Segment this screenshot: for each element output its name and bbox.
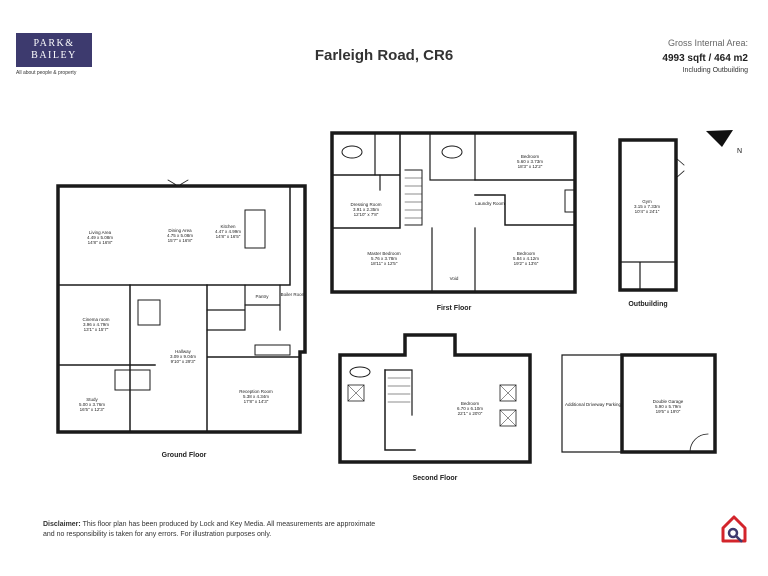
room-imperial: 18'3" x 12'2" (518, 164, 543, 169)
room-name: Hallway (175, 349, 192, 354)
second-floor-plan (338, 333, 532, 464)
room-dims: 5.00 x 3.76m (79, 402, 105, 407)
room-dims: 3.15 x 7.33m (634, 204, 660, 209)
room-dims: 6.70 x 6.10m (457, 406, 483, 411)
room-dims: 4.49 x 5.08m (87, 235, 113, 240)
room-imperial: 10'4" x 24'1" (635, 209, 660, 214)
room-dims: 4.47 x 4.99m (215, 229, 241, 234)
room-name: Bedroom (517, 251, 536, 256)
room-dims: 5.84 x 4.12m (513, 256, 539, 261)
room-dims: 5.60 x 3.73m (517, 159, 543, 164)
gross-area-block: Gross Internal Area: 4993 sqft / 464 m2 … (662, 38, 748, 74)
disclaimer: Disclaimer: This floor plan has been pro… (43, 520, 383, 540)
room-name: Dressing Room (350, 202, 381, 207)
outbuilding-plan (618, 138, 685, 292)
ground-floor-plan (56, 179, 307, 434)
room-imperial: 19'2" x 13'6" (514, 261, 539, 266)
room-imperial: 9'10" x 29'3" (171, 359, 196, 364)
room-name: Pantry (255, 294, 269, 299)
floor-label-outbuilding: Outbuilding (628, 301, 667, 308)
room-imperial: 12'10" x 7'8" (354, 212, 379, 217)
room-name: Double Garage (653, 399, 684, 404)
first-floor-plan (330, 131, 577, 294)
gross-area-label: Gross Internal Area: (667, 38, 748, 48)
garage-plan (561, 353, 717, 454)
park-bailey-logo: PARK& BAILEY All about people & property (16, 33, 92, 80)
room-dims: 5.76 x 3.78m (371, 256, 397, 261)
logo-tagline: All about people & property (16, 70, 77, 76)
room-name: Kitchen (220, 224, 236, 229)
disclaimer-label: Disclaimer: (43, 521, 81, 528)
room-dims: 3.09 x 9.04m (170, 354, 196, 359)
room-name: Master Bedroom (367, 251, 401, 256)
compass-icon: N (706, 130, 742, 155)
room-name: Gym (642, 199, 652, 204)
room-name: Dining Area (168, 228, 192, 233)
room-dims: 3.91 x 2.35m (353, 207, 379, 212)
property-title: Farleigh Road, CR6 (314, 47, 454, 64)
room-imperial: 18'11" x 12'5" (371, 261, 398, 266)
room-name: Cinema room (82, 317, 109, 322)
gross-area-value: 4993 sqft / 464 m2 (662, 53, 748, 64)
gross-area-note: Including Outbuilding (682, 67, 748, 74)
room-imperial: 13'1" x 15'7" (84, 327, 109, 332)
room-dims: 3.96 x 4.79m (83, 322, 109, 327)
room-name: Additional Driveway Parking (565, 402, 622, 407)
room-imperial: 15'7" x 16'8" (168, 238, 193, 243)
room-imperial: 19'5" x 19'0" (656, 409, 681, 414)
room-imperial: 14'8" x 16'8" (88, 240, 113, 245)
room-dims: 5.38 x 4.34m (243, 394, 269, 399)
room-name: Void (450, 276, 459, 281)
logo-wordmark: PARK& BAILEY (16, 33, 92, 67)
room-dims: 4.75 x 5.08m (167, 233, 193, 238)
lock-and-key-logo-icon (721, 515, 747, 543)
compass-north-label: N (737, 148, 742, 155)
floor-label-second: Second Floor (413, 475, 458, 482)
room-imperial: 16'5" x 12'3" (80, 407, 105, 412)
room-name: Boiler Room (281, 292, 306, 297)
room-imperial: 22'1" x 20'0" (458, 411, 483, 416)
room-name: Reception Room (239, 389, 273, 394)
room-dims: 5.90 x 5.79m (655, 404, 681, 409)
room-name: Study (86, 397, 98, 402)
room-name: Bedroom (521, 154, 540, 159)
floor-label-ground: Ground Floor (162, 452, 207, 459)
logo-line2: BAILEY (31, 50, 77, 61)
logo-line1: PARK& (33, 38, 75, 49)
room-name: Living Area (89, 230, 112, 235)
disclaimer-text: This floor plan has been produced by Loc… (43, 521, 376, 538)
floor-label-first: First Floor (437, 305, 472, 312)
room-name: Laundry Room (475, 201, 505, 206)
room-imperial: 17'8" x 14'3" (244, 399, 269, 404)
room-name: Bedroom (461, 401, 480, 406)
room-imperial: 14'8" x 16'5" (216, 234, 241, 239)
